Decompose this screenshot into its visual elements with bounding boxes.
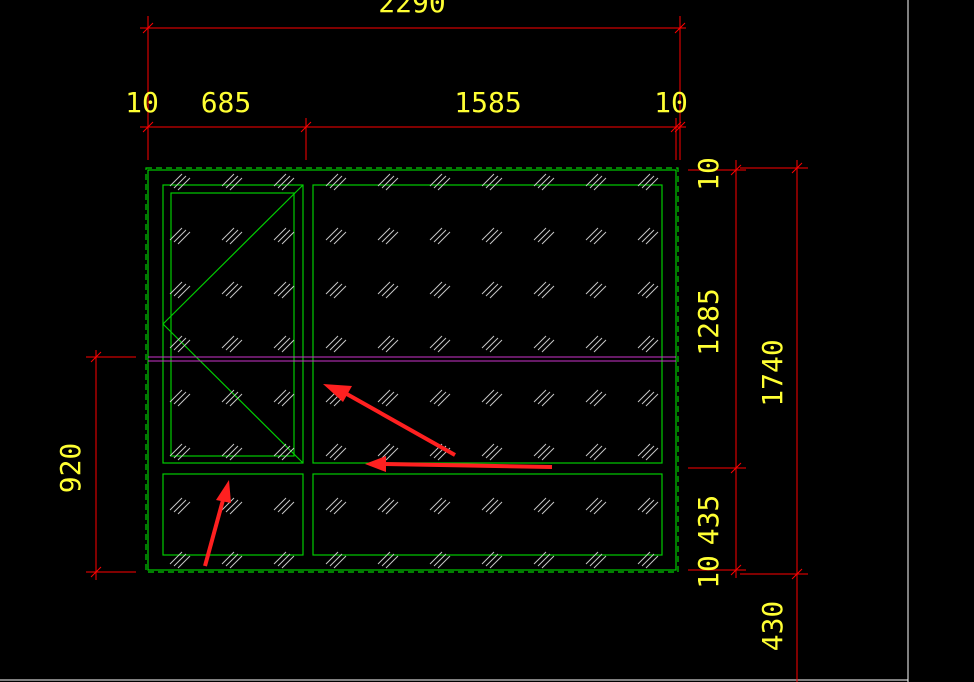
dim-right-margin: 10: [654, 86, 688, 119]
dim-top-margin: 10: [692, 157, 725, 191]
outer-frame-dashed: [145, 167, 679, 573]
dim-upper-height: 1285: [692, 288, 725, 355]
dimension-lines: [86, 16, 808, 682]
dim-overall-width: 2290: [378, 0, 445, 19]
dim-lower-height: 435: [692, 495, 725, 546]
viewport-border: [0, 0, 909, 682]
dim-left-margin: 10: [125, 86, 159, 119]
arrow-annotation-2: [365, 456, 553, 472]
dim-right-panel-width: 1585: [454, 86, 521, 119]
arrow-annotation-1: [323, 384, 456, 457]
dimension-texts: 2290 10 685 1585 10 10 1285 435 10 1740 …: [54, 0, 789, 651]
datum-line: [148, 356, 676, 362]
dim-overall-height: 1740: [756, 339, 789, 406]
annotation-arrows: [203, 384, 553, 567]
arrow-annotation-3: [203, 480, 231, 567]
dim-left-panel-width: 685: [201, 86, 252, 119]
glass-hatching: [149, 171, 675, 569]
dim-left-side-height: 920: [54, 443, 87, 494]
dim-sill-height: 430: [756, 601, 789, 652]
dim-bottom-margin: 10: [692, 555, 725, 589]
outer-frame: [147, 169, 677, 571]
